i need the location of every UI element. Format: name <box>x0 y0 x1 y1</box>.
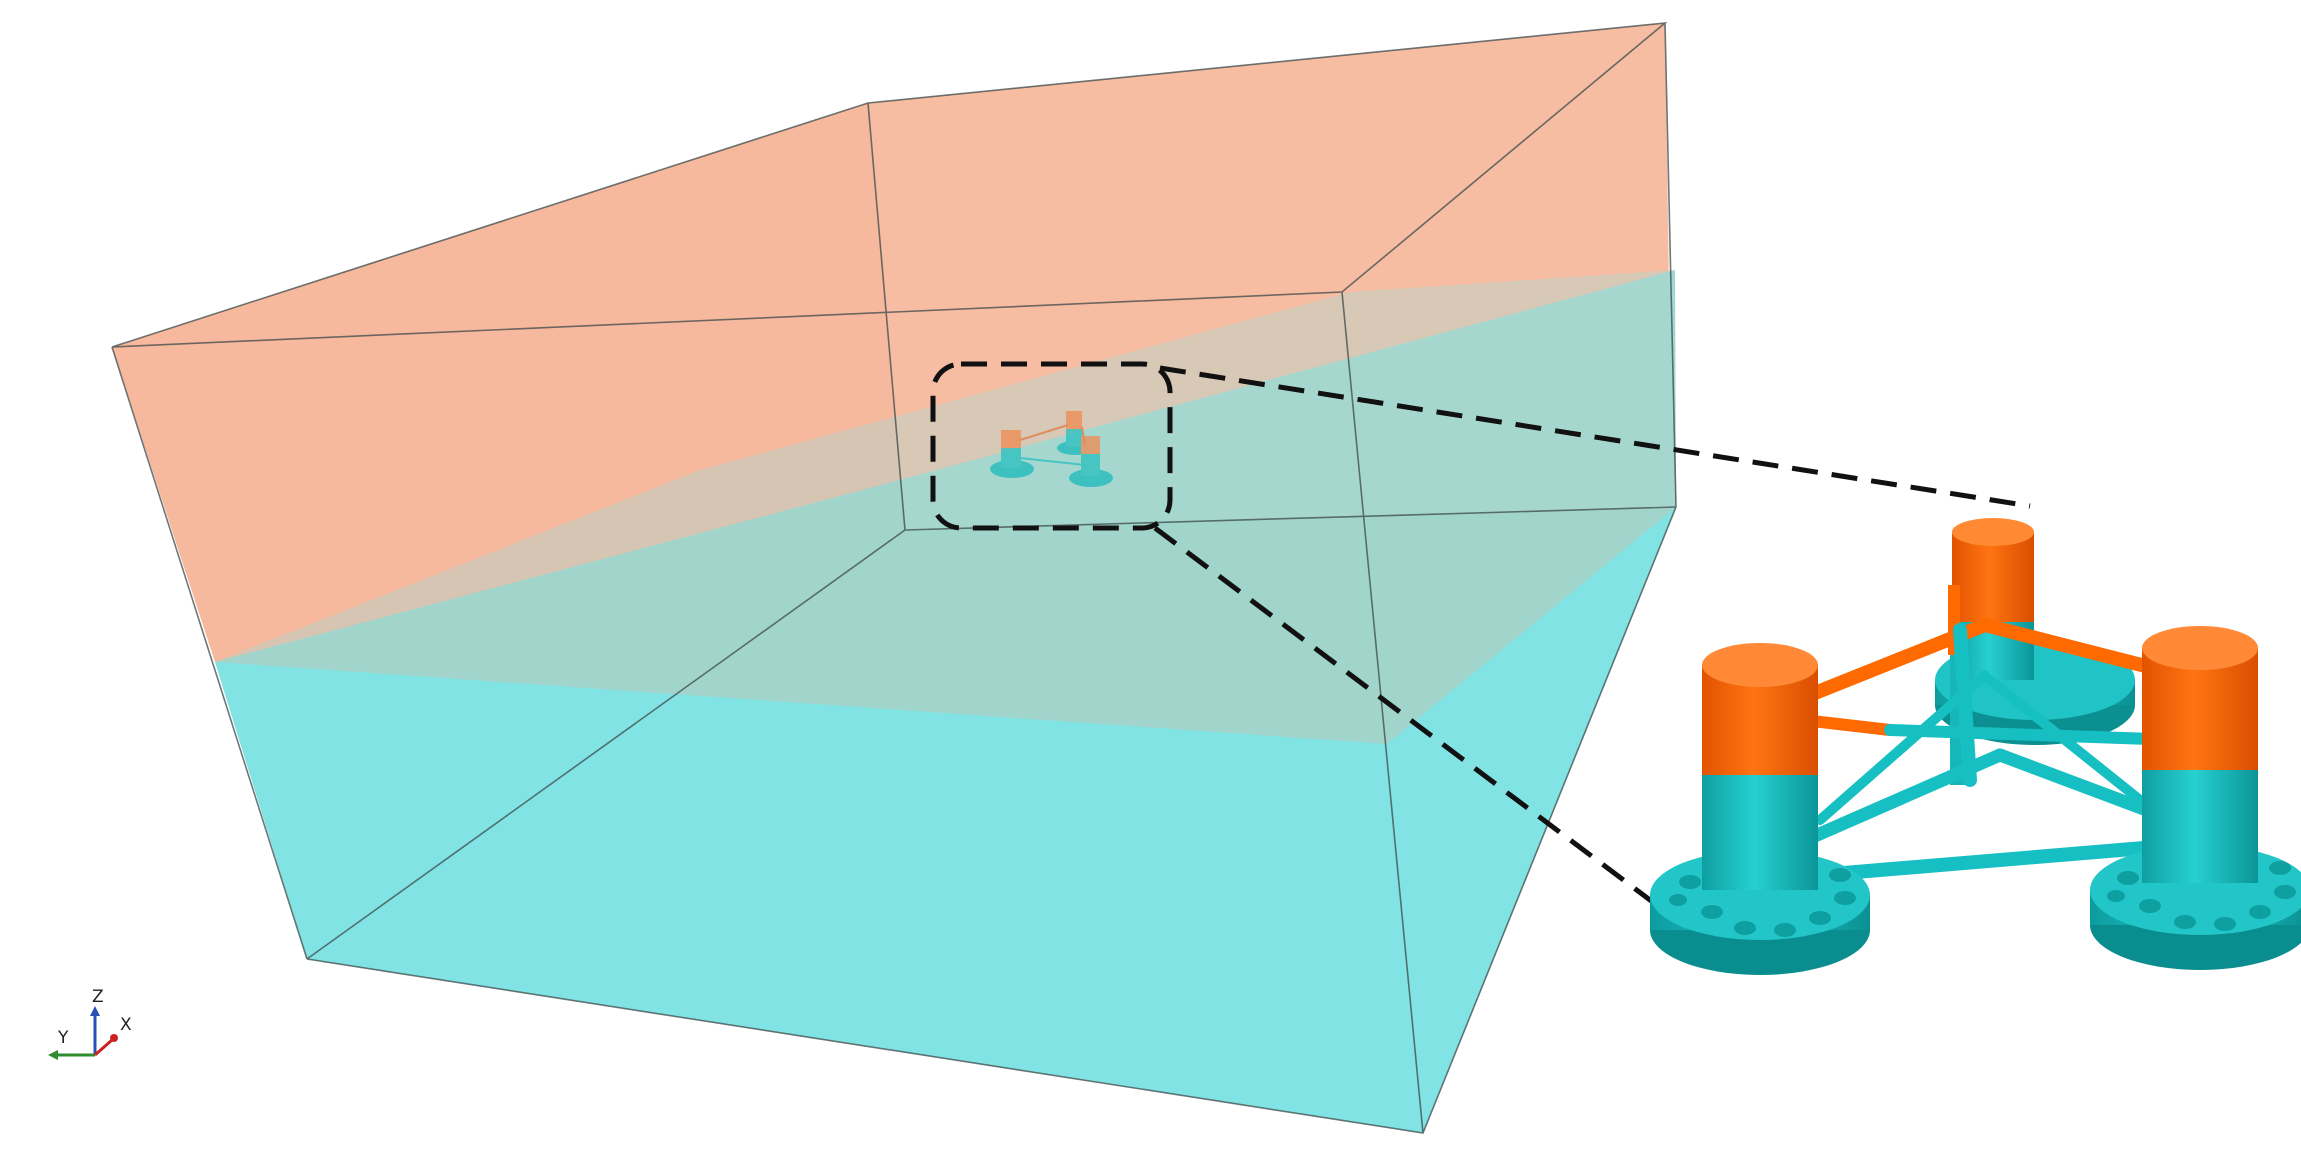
platform-in-domain <box>990 411 1113 487</box>
x-axis-label: X <box>120 1015 132 1035</box>
zoom-callout <box>930 361 2031 917</box>
computational-domain <box>111 21 1677 1134</box>
zoom-box <box>930 361 1173 531</box>
left-column <box>1650 643 1870 975</box>
zoom-line-lower <box>1153 526 1672 917</box>
y-axis-head <box>48 1050 58 1060</box>
back-face <box>868 23 1676 530</box>
axes-triad: Z Y X <box>48 987 132 1060</box>
x-axis-arrow <box>94 1038 113 1057</box>
y-axis-label: Y <box>57 1028 69 1048</box>
x-axis-head <box>110 1034 118 1042</box>
zoom-line-upper <box>1159 365 2031 509</box>
free-surface-plane <box>215 270 1676 744</box>
right-column <box>2090 626 2301 970</box>
z-axis-head <box>90 1006 100 1016</box>
semi-submersible-platform <box>1650 518 2301 975</box>
z-axis-label: Z <box>92 987 104 1007</box>
